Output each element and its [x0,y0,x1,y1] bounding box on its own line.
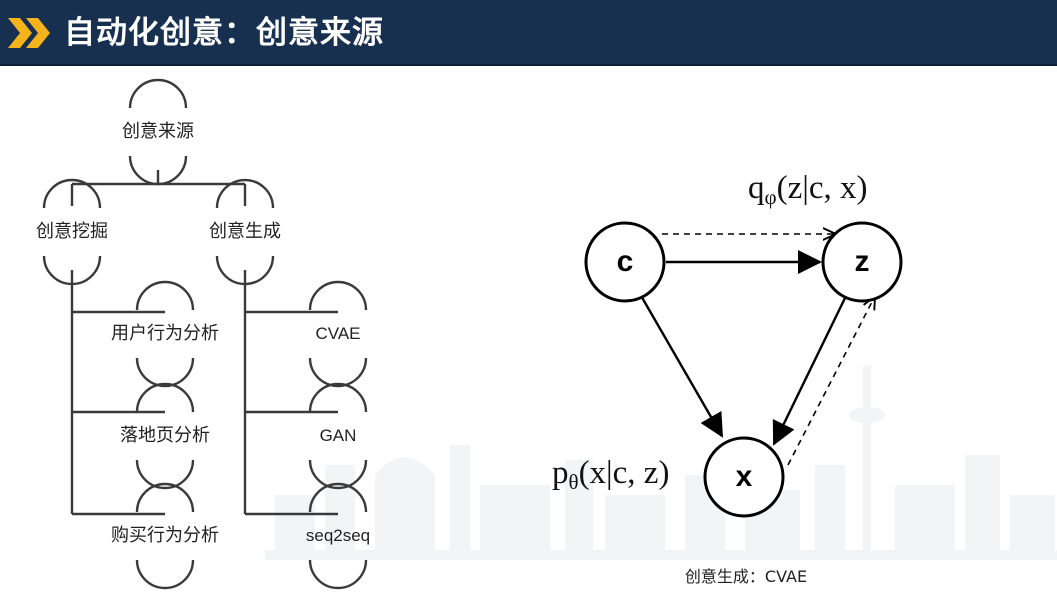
node-x-label: x [735,460,753,493]
leaf-user-behavior: 用户行为分析 [111,323,219,344]
decoder-symbol: p [552,455,569,491]
encoder-formula: qφ(z|c, x) [748,170,868,215]
encoder-subscript: φ [764,185,777,209]
node-c-label: c [616,245,634,278]
encoder-symbol: q [748,170,765,206]
node-z-circle [821,221,903,303]
tree-connectors [42,78,368,590]
node-x-circle [703,436,785,518]
figure-caption: 创意生成：CVAE [684,567,808,586]
tree-root-label: 创意来源 [122,121,194,142]
decoder-args: (x|c, z) [578,455,670,491]
leaf-cvae: CVAE [315,324,361,343]
node-c-circle [584,221,666,303]
branch-generation-label: 创意生成 [209,221,281,242]
page-title: 自动化创意：创意来源 [64,15,384,51]
decoder-formula: pθ(x|c, z) [552,455,669,500]
leaf-gan: GAN [319,426,357,445]
edge-c-to-x [638,293,724,438]
chevron-right-shape [26,18,50,48]
leaf-landing-page: 落地页分析 [120,425,210,446]
leaf-seq2seq: seq2seq [305,526,371,545]
header-bar: 自动化创意：创意来源 [0,0,1057,64]
node-z-label: z [854,245,870,278]
branch-mining-label: 创意挖掘 [36,221,108,242]
leaf-purchase-behavior: 购买行为分析 [111,525,219,546]
decoder-subscript: θ [568,470,579,494]
skyline-watermark [265,365,1057,560]
chevron-left-shape [8,18,32,48]
encoder-args: (z|c, x) [776,170,868,206]
edge-z-to-x [772,295,848,446]
edge-x-to-z-dashed [787,296,875,466]
double-chevron-icon [8,18,50,48]
header-divider [0,64,1057,66]
idea-source-tree: 创意来源 创意挖掘 创意生成 用户行为分析 落地页分析 购买行为分析 CVAE … [0,66,420,602]
